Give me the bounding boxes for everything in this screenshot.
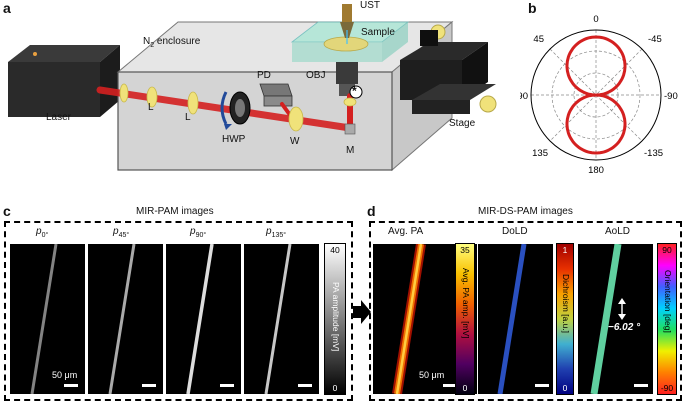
colorbar-dold-min: 0 — [562, 383, 568, 393]
polar-series-line — [565, 35, 627, 155]
angle-label-45: 45 — [533, 34, 544, 45]
colorbar-c-max: 40 — [330, 245, 340, 255]
image-p0: 50 μm — [10, 244, 85, 394]
p0-title: p0° — [36, 226, 49, 239]
p45-title: p45° — [113, 226, 130, 239]
p135-title: p135° — [266, 226, 287, 239]
colorbar-avg-pa-max: 35 — [460, 245, 470, 255]
colorbar-avg-pa-title: Avg. PA amp. [mV] — [461, 268, 471, 339]
panel-c-frame — [4, 221, 353, 401]
star-marker: * — [352, 84, 357, 98]
angle-label-m90: -90 — [664, 91, 678, 102]
scalebar-p45 — [142, 384, 156, 387]
colorbar-dold: 1 0 Dichroism [a.u.] — [556, 243, 574, 395]
hwp-label: HWP — [222, 134, 246, 145]
stage-label: Stage — [449, 118, 476, 129]
image-aold: −6.02 ° — [578, 244, 653, 394]
polar-outer-ring — [530, 29, 662, 161]
ust-label: UST — [360, 0, 380, 11]
panel-b-letter: b — [528, 0, 537, 16]
aold-title: AoLD — [605, 226, 631, 237]
angle-label-m135: -135 — [644, 148, 663, 159]
double-arrow-icon — [618, 298, 626, 320]
enclosure-label: N2 enclosure — [143, 36, 201, 49]
star-marker-bg — [349, 85, 363, 99]
angle-label-90: 90 — [520, 91, 528, 102]
angle-label-180: 180 — [588, 165, 604, 176]
sample-label: Sample — [361, 27, 395, 38]
image-p45 — [88, 244, 163, 394]
colorbar-dold-max: 1 — [562, 245, 568, 255]
colorbar-c: 40 0 PA amplitude [mV] — [324, 243, 346, 395]
pd-label: PD — [257, 70, 271, 81]
colorbar-c-min: 0 — [332, 383, 338, 393]
image-dold — [478, 244, 553, 394]
colorbar-c-title: PA amplitude [mV] — [331, 282, 341, 352]
p90-title: p90° — [190, 226, 207, 239]
aold-angle-annotation: −6.02 ° — [608, 322, 641, 333]
colorbar-avg-pa-min: 0 — [462, 383, 468, 393]
panel-c-letter: c — [3, 203, 11, 219]
setup-diagram — [8, 4, 497, 172]
angle-label-135: 135 — [532, 148, 548, 159]
dold-title: DoLD — [502, 226, 528, 237]
m-label: M — [346, 145, 355, 156]
mirror — [344, 123, 356, 135]
half-wave-plate — [220, 91, 251, 130]
panel-c-title: MIR-PAM images — [136, 206, 214, 217]
photodetector — [259, 83, 293, 107]
panel-d-title: MIR-DS-PAM images — [478, 206, 573, 217]
image-p90 — [166, 244, 241, 394]
colorbar-dold-title: Dichroism [a.u.] — [561, 274, 571, 334]
lens2-label: L — [185, 112, 191, 123]
w-label: W — [290, 136, 300, 147]
scalebar-c-label: 50 μm — [52, 370, 78, 380]
arrow-right-icon — [353, 300, 371, 324]
angle-label-m45: -45 — [648, 34, 662, 45]
scalebar-p90 — [220, 384, 234, 387]
colorbar-aold-min: -90 — [660, 383, 674, 393]
laser-label: Laser — [46, 112, 72, 123]
lens-elements — [119, 83, 357, 132]
lens1-label: L — [148, 102, 154, 113]
scalebar-aold — [634, 384, 648, 387]
colorbar-aold-max: 90 — [662, 245, 672, 255]
scalebar-dold — [535, 384, 549, 387]
colorbar-avg-pa: 35 0 Avg. PA amp. [mV] — [455, 243, 475, 395]
panel-d-letter: d — [367, 203, 376, 219]
panel-d-frame — [369, 221, 682, 401]
ust-transducer — [340, 4, 354, 44]
scalebar-avg-pa — [443, 384, 457, 387]
scalebar-d-label: 50 μm — [419, 370, 445, 380]
stage-device — [400, 24, 497, 114]
image-p135 — [244, 244, 319, 394]
laser-device — [8, 45, 120, 117]
scalebar-c — [64, 384, 78, 387]
avg-pa-heading: Avg. PA — [388, 226, 424, 237]
scalebar-p135 — [298, 384, 312, 387]
colorbar-aold: 90 -90 Orientation [deg] — [657, 243, 677, 395]
panel-a-letter: a — [3, 0, 11, 16]
obj-label: OBJ — [306, 70, 326, 81]
polar-plot: 0 -45 -90 -135 180 135 90 45 — [520, 14, 678, 176]
angle-label-0: 0 — [593, 14, 598, 25]
colorbar-aold-title: Orientation [deg] — [663, 270, 673, 333]
